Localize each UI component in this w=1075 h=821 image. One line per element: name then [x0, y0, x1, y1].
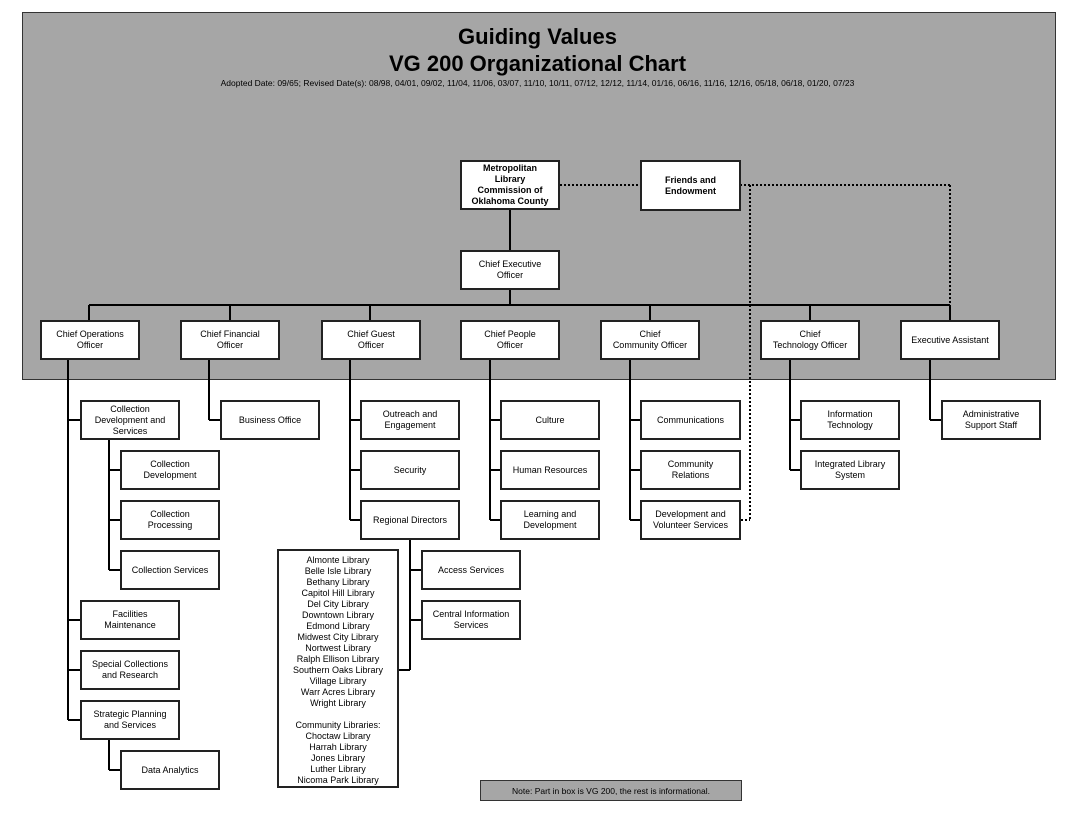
- list-item: Bethany Library: [306, 577, 370, 587]
- list-item: Nicoma Park Library: [297, 775, 379, 785]
- regional-directors-box: Regional Directors: [360, 500, 460, 540]
- list-item: Belle Isle Library: [304, 566, 372, 576]
- list-item: Jones Library: [310, 753, 366, 763]
- list-item: Downtown Library: [301, 610, 375, 620]
- executive-assistant-box: Executive Assistant: [900, 320, 1000, 360]
- security-box: Security: [360, 450, 460, 490]
- list-item: Harrah Library: [309, 742, 367, 752]
- list-item: Edmond Library: [306, 621, 370, 631]
- list-spacer: [279, 709, 397, 720]
- list-item: Capitol Hill Library: [301, 588, 375, 598]
- list-item: Midwest City Library: [297, 632, 379, 642]
- list-item: Choctaw Library: [305, 731, 371, 741]
- access-services-box: Access Services: [421, 550, 521, 590]
- chart-subtitle: VG 200 Organizational Chart: [388, 51, 687, 76]
- human-resources-box: Human Resources: [500, 450, 600, 490]
- data-analytics-box: Data Analytics: [120, 750, 220, 790]
- chart-title: Guiding Values: [458, 24, 617, 49]
- business-office-box: Business Office: [220, 400, 320, 440]
- footnote: Note: Part in box is VG 200, the rest is…: [480, 780, 742, 801]
- list-item: Wright Library: [310, 698, 366, 708]
- list-item: Village Library: [309, 676, 367, 686]
- list-item: Del City Library: [307, 599, 369, 609]
- list-item: Luther Library: [310, 764, 366, 774]
- list-item: Nortwest Library: [305, 643, 371, 653]
- list-item: Almonte Library: [306, 555, 370, 565]
- dotted-relationship-lines: [560, 184, 951, 521]
- list-heading: Community Libraries:: [295, 720, 381, 730]
- branch-libraries-list: Almonte Library Belle Isle Library Betha…: [277, 549, 399, 788]
- list-item: Ralph Ellison Library: [296, 654, 380, 664]
- list-item: Southern Oaks Library: [292, 665, 384, 675]
- adopted-dates: Adopted Date: 09/65; Revised Date(s): 08…: [220, 78, 855, 88]
- list-item: Warr Acres Library: [300, 687, 376, 697]
- communications-box: Communications: [640, 400, 741, 440]
- collection-services-box: Collection Services: [120, 550, 220, 590]
- culture-box: Culture: [500, 400, 600, 440]
